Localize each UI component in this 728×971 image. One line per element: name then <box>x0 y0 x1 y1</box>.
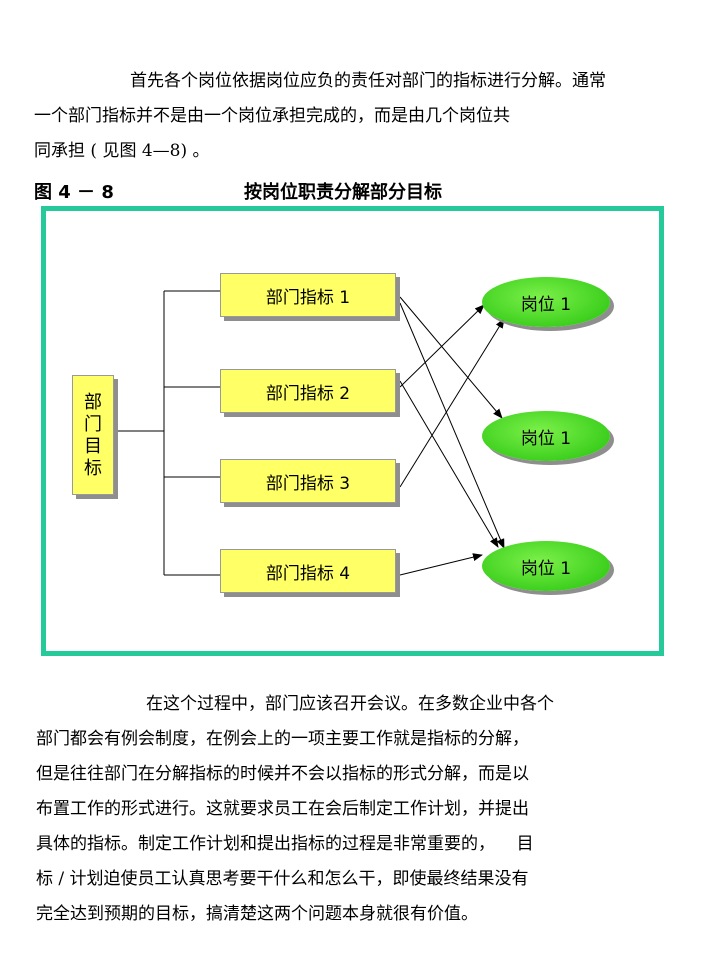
intro-line-1: 首先各个岗位依据岗位应负的责任对部门的指标进行分解。通常 <box>130 71 606 91</box>
arrow-ind4-pos3 <box>399 553 483 576</box>
body-line-4: 布置工作的形式进行。这就要求员工在会后制定工作计划，并提出 <box>36 799 529 819</box>
indicator-label-3: 部门指标 3 <box>265 473 351 494</box>
indicator-label-2: 部门指标 2 <box>265 383 351 404</box>
position-label-1: 岗位 1 <box>520 294 572 315</box>
position-ellipse-1: 岗位 1 <box>482 277 610 327</box>
arrow-ind1-pos2 <box>399 296 503 419</box>
indicator-box-4: 部门指标 4 <box>220 549 396 593</box>
indicator-box-2: 部门指标 2 <box>220 369 396 413</box>
body-line-6: 标 / 计划迫使员工认真思考要干什么和怎么干，即使最终结果没有 <box>36 869 529 889</box>
figure-diagram: 部门目标 部门指标 1 部门指标 2 部门指标 3 部门指标 4 岗位 1 岗位… <box>41 206 664 656</box>
body-line-3: 但是往往部门在分解指标的时候并不会以指标的形式分解，而是以 <box>36 764 529 784</box>
body-line-2: 部门都会有例会制度，在例会上的一项主要工作就是指标的分解， <box>36 729 529 749</box>
body-line-7: 完全达到预期的目标，搞清楚这两个问题本身就很有价值。 <box>36 904 478 924</box>
arrow-ind3-pos1 <box>399 318 505 488</box>
figure-number: 图 4 － 8 <box>34 182 114 203</box>
indicator-label-4: 部门指标 4 <box>265 563 351 584</box>
body-line-1: 在这个过程中，部门应该召开会议。在多数企业中各个 <box>146 694 554 714</box>
position-ellipse-2: 岗位 1 <box>482 411 610 461</box>
figure-title: 按岗位职责分解部分目标 <box>244 182 442 203</box>
department-goal-box: 部门目标 <box>72 375 114 495</box>
arrow-ind2-pos3 <box>399 380 499 548</box>
connector-lines <box>118 290 505 576</box>
intro-line-3: 同承担 ( 见图 4—8) 。 <box>34 141 210 161</box>
position-label-2: 岗位 1 <box>520 428 572 449</box>
position-ellipse-3: 岗位 1 <box>482 541 610 591</box>
indicator-label-1: 部门指标 1 <box>265 287 351 308</box>
department-goal-label: 部门目标 <box>84 392 102 479</box>
bracket-line <box>118 290 220 576</box>
arrow-ind2-pos1 <box>399 304 485 388</box>
indicator-box-1: 部门指标 1 <box>220 273 396 317</box>
body-line-5: 具体的指标。制定工作计划和提出指标的过程是非常重要的， 目 <box>36 834 534 854</box>
indicator-box-3: 部门指标 3 <box>220 459 396 503</box>
intro-line-2: 一个部门指标并不是由一个岗位承担完成的，而是由几个岗位共 <box>34 106 510 126</box>
arrow-ind1-pos3 <box>399 302 505 549</box>
position-label-3: 岗位 1 <box>520 558 572 579</box>
